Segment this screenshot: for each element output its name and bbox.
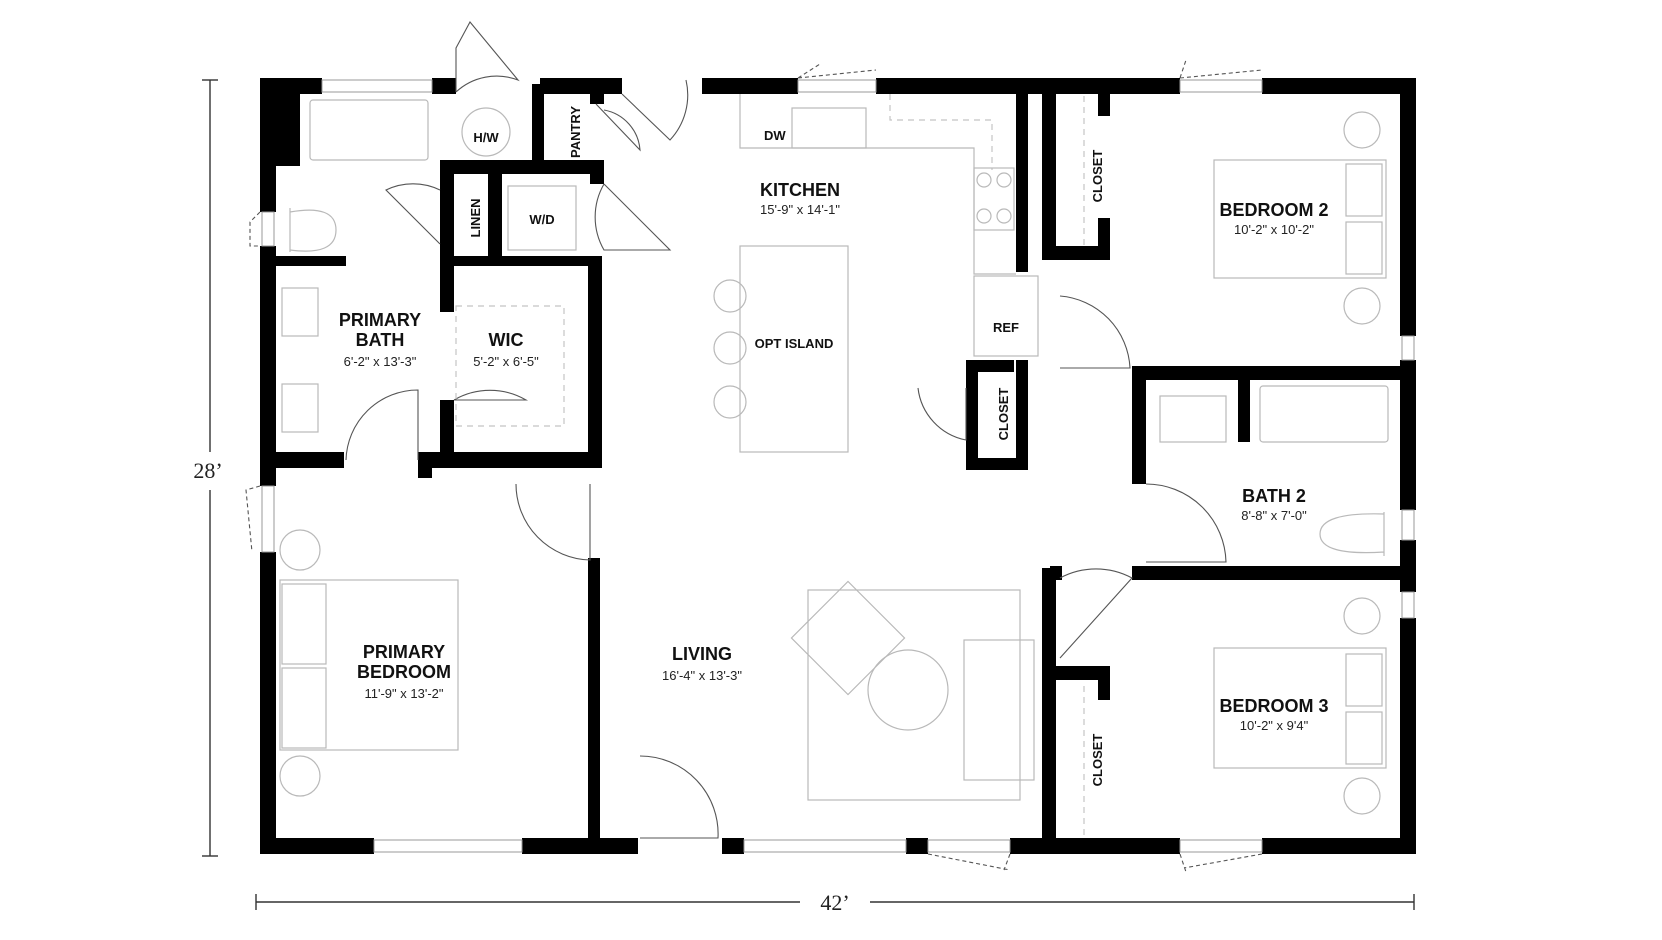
kitchen-size: 15'-9" x 14'-1"	[760, 202, 840, 217]
stool-2	[713, 331, 747, 365]
primary-bath-door	[345, 389, 419, 461]
primary-bedroom-size: 11'-9" x 13'-2"	[365, 686, 444, 701]
window-bedroom2	[1179, 79, 1263, 93]
cooktop	[973, 167, 1015, 231]
bed-primary	[279, 579, 459, 751]
nightstand-b3-2	[1343, 777, 1381, 815]
wd-label: W/D	[529, 212, 554, 227]
window-bath2	[1401, 509, 1415, 541]
windows	[245, 59, 1415, 873]
water-heater	[461, 107, 511, 157]
height-dimension: 28’	[193, 79, 223, 857]
window-living-2	[927, 839, 1011, 853]
sink-bath2	[1159, 395, 1227, 443]
ref-label: REF	[993, 320, 1019, 335]
primary-bath-name-2: BATH	[356, 330, 405, 350]
bathtub-bath2	[1259, 385, 1389, 443]
interior-walls	[276, 84, 1416, 838]
bath2-name: BATH 2	[1242, 486, 1306, 506]
refrigerator	[973, 275, 1039, 357]
primary-bath-name-1: PRIMARY	[339, 310, 421, 330]
sink-primary-2	[281, 383, 319, 433]
wic-size: 5'-2" x 6'-5"	[473, 354, 539, 369]
nightstand-b2-2	[1343, 287, 1381, 325]
window-bedroom3	[1179, 839, 1263, 853]
pantry-door	[595, 103, 641, 152]
wic-name: WIC	[489, 330, 524, 350]
bathtub-primary	[309, 99, 429, 161]
stool-3	[713, 385, 747, 419]
living-size: 16'-4" x 13'-3"	[662, 668, 742, 683]
linen-label: LINEN	[468, 199, 483, 238]
closet-bedroom2-label: CLOSET	[1090, 150, 1105, 203]
opt-island	[739, 245, 849, 453]
window-primary-bath	[321, 79, 433, 93]
fixtures	[279, 94, 1389, 836]
bath2-size: 8'-8" x 7'-0"	[1241, 508, 1307, 523]
kitchen-sink	[791, 107, 867, 149]
nightstand-primary-1	[279, 529, 321, 571]
bedroom3-door	[1059, 568, 1133, 659]
toilet-bath2	[1319, 512, 1385, 556]
window-primary-bedroom-side	[261, 485, 275, 553]
doors	[345, 21, 1227, 839]
window-living-1	[743, 839, 907, 853]
bed-bedroom2	[1213, 159, 1387, 279]
bedroom2-name: BEDROOM 2	[1219, 200, 1328, 220]
hw-label: H/W	[473, 130, 499, 145]
closet-kitchen-label: CLOSET	[996, 388, 1011, 441]
front-door	[639, 755, 719, 839]
kitchen-counter	[739, 94, 1016, 275]
bedroom2-door	[1059, 295, 1131, 369]
sink-primary-1	[281, 287, 319, 337]
window-bedroom3-side	[1401, 591, 1415, 619]
coffee-table	[867, 649, 949, 731]
opt-island-label: OPT ISLAND	[755, 336, 834, 351]
dw-label: DW	[764, 128, 786, 143]
living-rug	[807, 589, 1021, 801]
kitchen-closet-door	[917, 387, 967, 441]
fixture-labels: H/W PANTRY LINEN W/D DW REF OPT ISLAND C…	[468, 106, 1105, 787]
sofa	[963, 639, 1035, 781]
primary-bedroom-door	[515, 483, 591, 561]
bedroom3-size: 10'-2" x 9'4"	[1240, 718, 1309, 733]
window-bedroom2-side	[1401, 335, 1415, 361]
wic-door	[453, 389, 529, 401]
primary-bath-size: 6'-2" x 13'-3"	[344, 354, 417, 369]
nightstand-b3-1	[1343, 597, 1381, 635]
width-dimension: 42’	[255, 890, 1415, 915]
toilet-primary	[289, 208, 337, 252]
nightstand-primary-2	[279, 755, 321, 797]
primary-bedroom-name-2: BEDROOM	[357, 662, 451, 682]
hw-door	[455, 21, 520, 93]
nightstand-b2-1	[1343, 111, 1381, 149]
armchair	[790, 580, 906, 696]
bath2-door	[1145, 483, 1227, 563]
stool-1	[713, 279, 747, 313]
closet-bedroom3-label: CLOSET	[1090, 734, 1105, 787]
kitchen-name: KITCHEN	[760, 180, 840, 200]
room-labels: KITCHEN 15'-9" x 14'-1" BEDROOM 2 10'-2"…	[339, 180, 1329, 733]
washer-dryer	[507, 185, 577, 251]
window-toilet	[261, 211, 275, 247]
linen-door	[385, 183, 441, 245]
window-primary-bedroom	[373, 839, 523, 853]
entry-door	[621, 79, 689, 141]
bedroom2-size: 10'-2" x 10'-2"	[1234, 222, 1314, 237]
bed-bedroom3	[1213, 647, 1387, 769]
wd-door	[594, 183, 672, 251]
window-kitchen	[797, 79, 877, 93]
width-label: 42’	[820, 890, 849, 915]
living-name: LIVING	[672, 644, 732, 664]
pantry-label: PANTRY	[568, 106, 583, 158]
height-label: 28’	[193, 458, 222, 483]
primary-bedroom-name-1: PRIMARY	[363, 642, 445, 662]
bedroom3-name: BEDROOM 3	[1219, 696, 1328, 716]
